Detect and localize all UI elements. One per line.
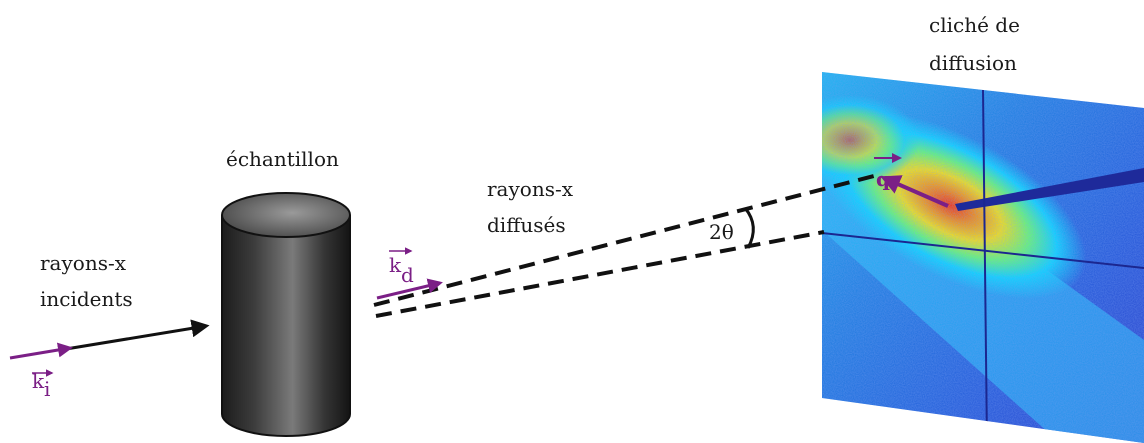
svg-text:q: q <box>876 167 890 191</box>
detector-title-line1: cliché de <box>929 13 1020 37</box>
sample-cylinder <box>221 192 351 437</box>
scattering-vector-symbol: q <box>874 153 902 191</box>
incident-beam-arrow <box>65 319 210 351</box>
incident-label-line2: incidents <box>40 287 133 311</box>
svg-text:k: k <box>389 253 402 277</box>
angle-arc <box>743 207 755 249</box>
sample-label: échantillon <box>226 147 339 171</box>
scattered-vector-symbol: k d <box>389 247 414 287</box>
svg-text:k: k <box>32 369 45 393</box>
angle-label: 2θ <box>709 220 734 244</box>
detector-title-line2: diffusion <box>929 51 1017 75</box>
detector-image <box>822 72 1144 443</box>
scattered-beam-upper <box>373 173 879 307</box>
scattering-vector-arrow <box>880 175 949 208</box>
svg-text:d: d <box>401 263 414 287</box>
scattered-vector-arrow <box>376 278 443 300</box>
scattered-beam-lower <box>375 230 825 318</box>
svg-text:i: i <box>44 377 50 401</box>
incident-vector-symbol: k i <box>32 369 54 401</box>
incident-vector-arrow <box>9 342 73 360</box>
scattered-label-line2: diffusés <box>487 213 566 237</box>
scattered-label-line1: rayons-x <box>487 177 574 201</box>
incident-label-line1: rayons-x <box>40 251 127 275</box>
